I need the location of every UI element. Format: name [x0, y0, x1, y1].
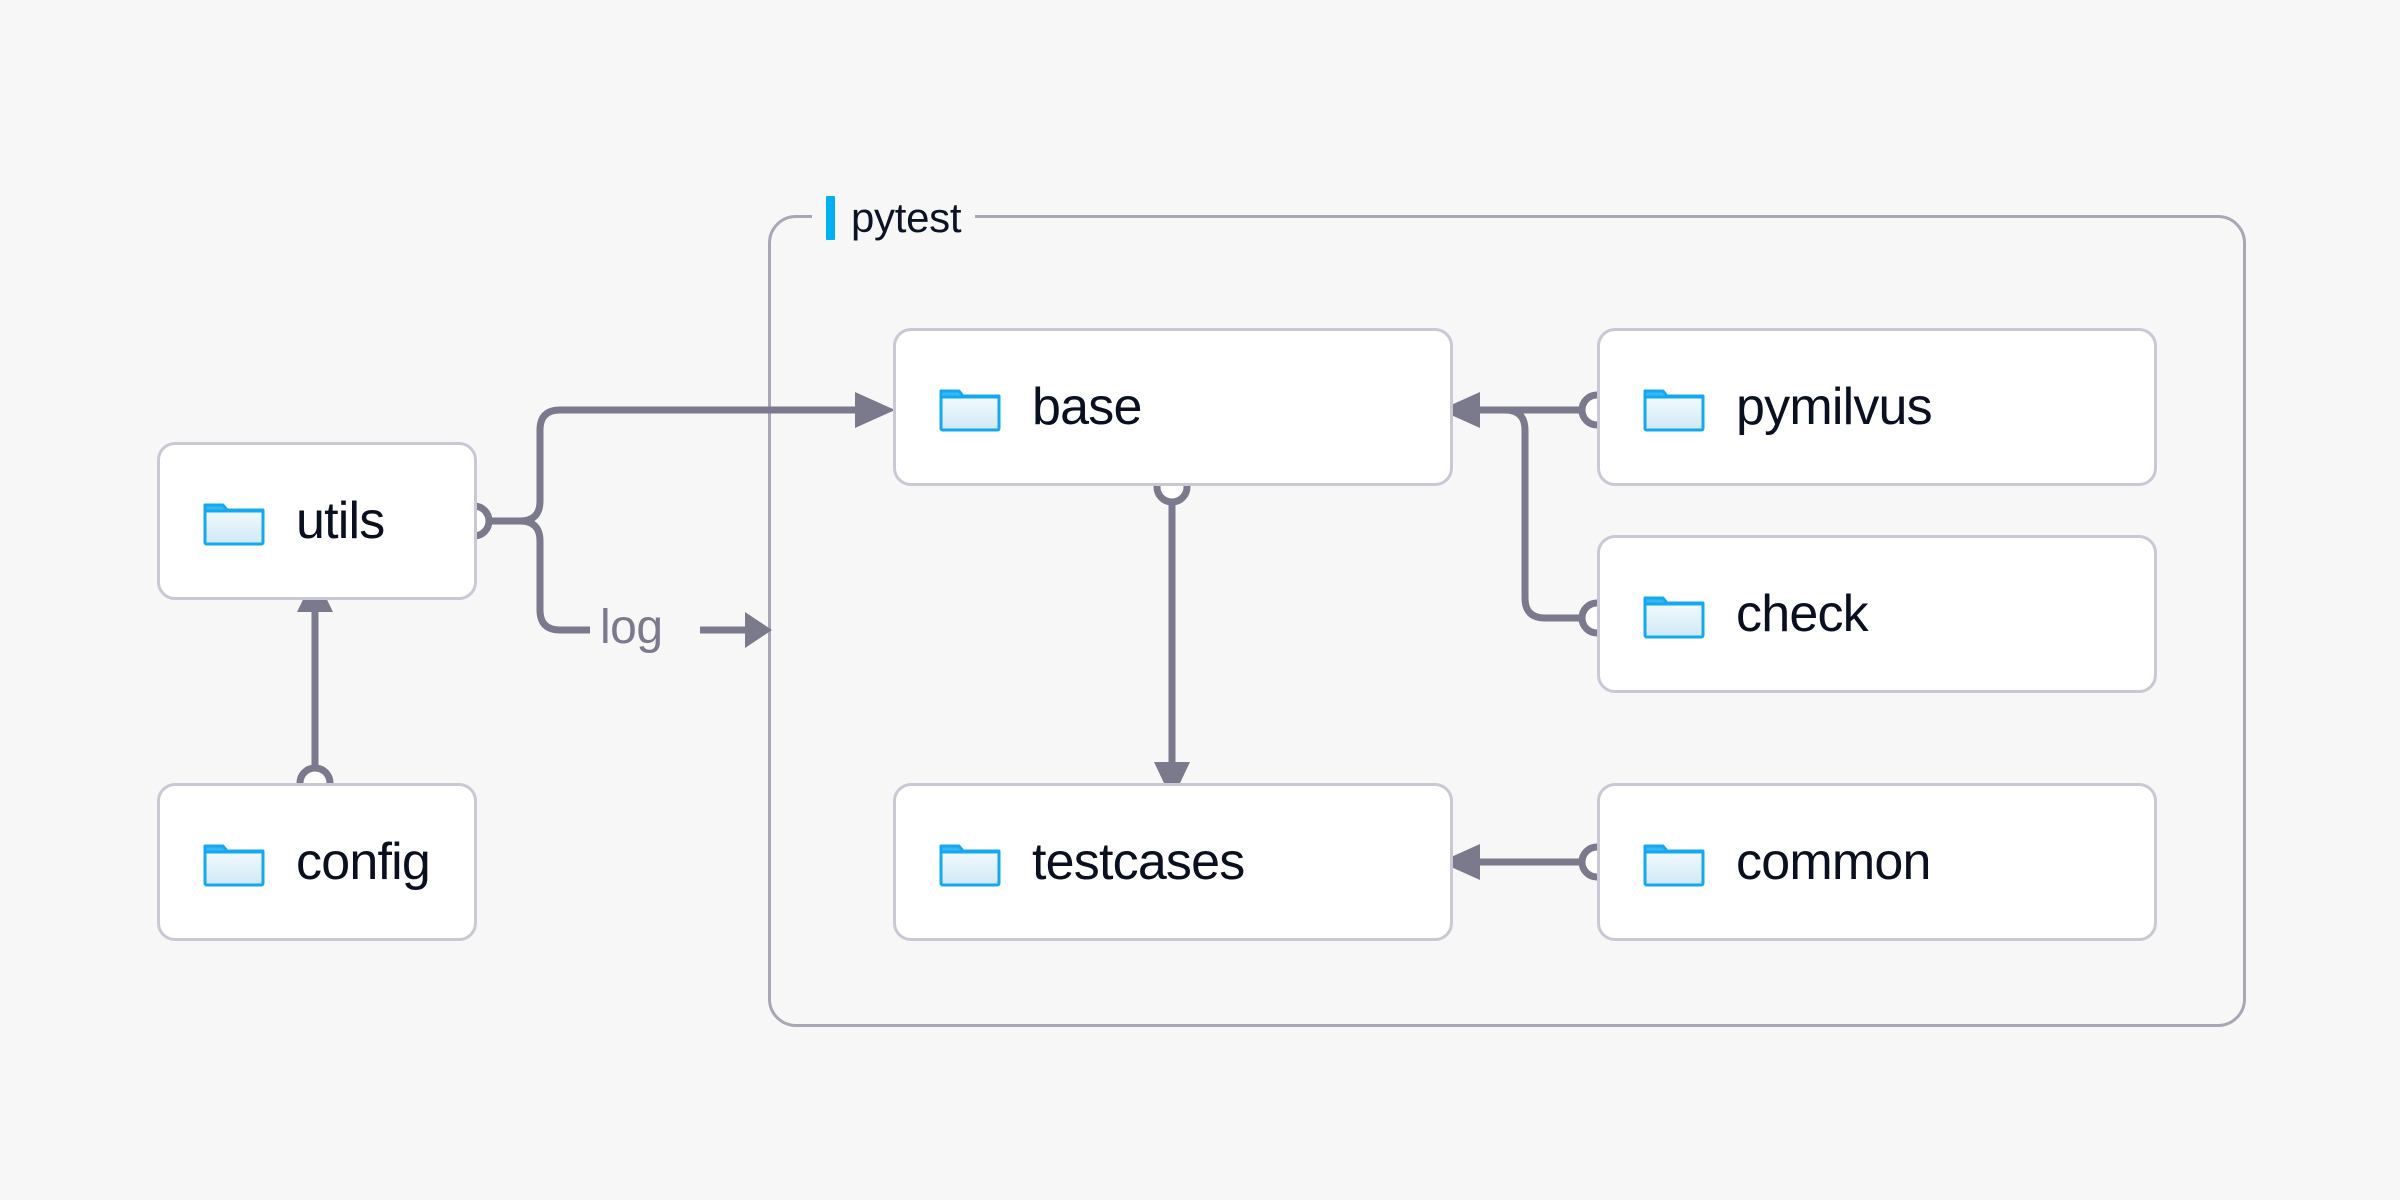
node-utils[interactable]: utils — [157, 442, 477, 600]
folder-icon — [1643, 844, 1705, 887]
node-common[interactable]: common — [1597, 783, 2157, 941]
node-base[interactable]: base — [893, 328, 1453, 486]
edge-config-utils — [297, 575, 333, 768]
folder-icon — [1643, 389, 1705, 432]
node-label-check: check — [1736, 585, 1869, 643]
node-label-base: base — [1032, 378, 1142, 436]
node-testcases[interactable]: testcases — [893, 783, 1453, 941]
folder-icon — [203, 844, 265, 887]
group-title: pytest — [851, 194, 962, 241]
folder-icon — [1643, 596, 1705, 639]
folder-icon — [203, 503, 265, 546]
node-label-config: config — [296, 833, 431, 891]
group-label-pytest: pytest — [812, 188, 976, 248]
node-label-testcases: testcases — [1032, 833, 1245, 891]
node-check[interactable]: check — [1597, 535, 2157, 693]
node-label-pymilvus: pymilvus — [1736, 378, 1933, 436]
node-label-common: common — [1736, 833, 1931, 891]
folder-icon — [939, 389, 1001, 432]
edge-label-log: log — [600, 601, 663, 654]
group-accent-bar — [826, 196, 835, 240]
folder-icon — [939, 844, 1001, 887]
node-label-utils: utils — [296, 492, 385, 550]
node-config[interactable]: config — [157, 783, 477, 941]
node-pymilvus[interactable]: pymilvus — [1597, 328, 2157, 486]
